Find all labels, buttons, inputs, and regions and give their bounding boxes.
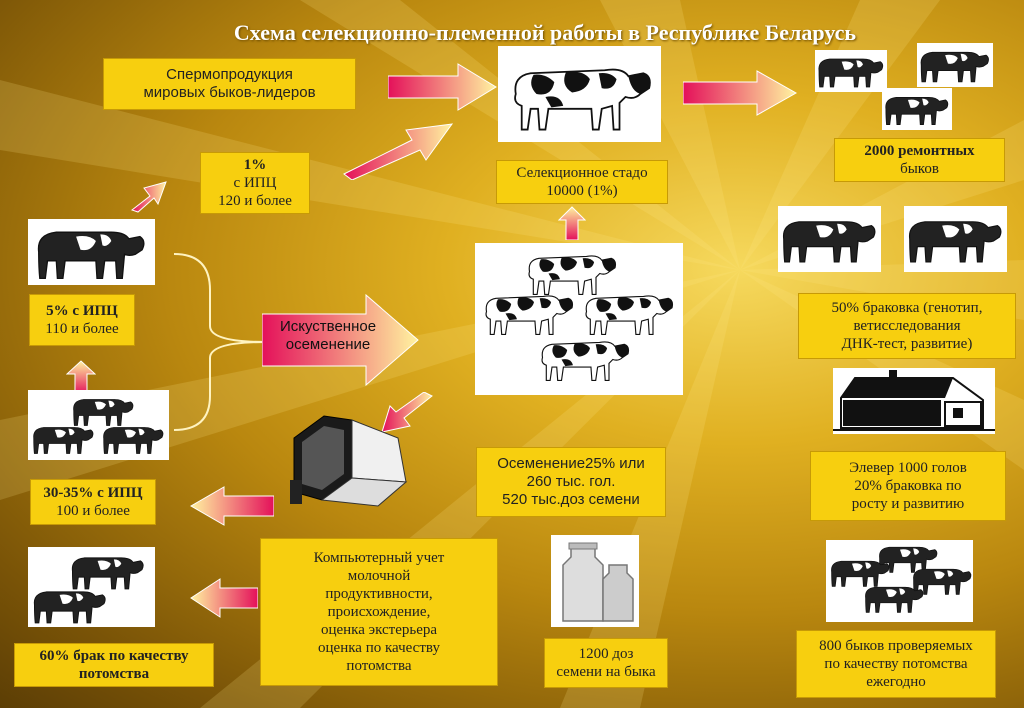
bull-picture xyxy=(917,43,993,87)
box-line: молочной xyxy=(347,568,411,584)
one-percent-box: 1% с ИПЦ 120 и более xyxy=(200,152,310,214)
arrow-icon xyxy=(66,360,96,394)
elever-box: Элевер 1000 голов 20% браковка по росту … xyxy=(810,451,1006,521)
box-line: мировых быков-лидеров xyxy=(143,84,316,101)
bull-icon xyxy=(33,399,164,454)
doses-box: 1200 доз семени на быка xyxy=(544,638,668,688)
box-line: по качеству потомства xyxy=(824,656,968,672)
box-line: Селекционное стадо xyxy=(516,165,648,181)
cow-icon xyxy=(485,255,674,381)
box-line: 20% браковка по xyxy=(854,478,962,494)
bull-picture xyxy=(882,88,952,130)
bull-icon xyxy=(782,221,876,263)
page-title: Схема селекционно-племенной работы в Рес… xyxy=(233,20,857,45)
grouping-bracket xyxy=(173,253,267,431)
box-line: продуктивности, xyxy=(325,586,433,602)
bull-icon xyxy=(818,58,884,88)
cow-picture-five-percent xyxy=(28,219,155,285)
arrow-icon xyxy=(381,392,433,433)
arrow-icon xyxy=(683,70,798,116)
arrow-icon xyxy=(190,578,258,618)
box-line: с ИПЦ xyxy=(233,175,277,191)
computer-picture xyxy=(288,408,410,508)
milk-can-icon xyxy=(562,542,634,622)
bull-icon xyxy=(37,231,145,280)
insemination-label: Искуственное осеменение xyxy=(268,318,388,354)
selection-herd-box: Селекционное стадо 10000 (1%) xyxy=(496,160,668,204)
box-line: 30-35% с ИПЦ xyxy=(43,485,143,501)
box-line: 50% браковка (генотип, xyxy=(831,300,983,316)
box-line: 120 и более xyxy=(218,193,292,209)
box-line: ежегодно xyxy=(866,674,926,690)
box-line: 260 тыс. гол. xyxy=(526,473,616,490)
bull-icon xyxy=(885,96,949,125)
five-percent-box: 5% с ИПЦ 110 и более xyxy=(29,294,135,346)
box-line: ветисследования xyxy=(853,318,961,334)
top-cow-picture xyxy=(498,46,661,142)
cows-picture-thirty-percent xyxy=(28,390,169,460)
label-line: осеменение xyxy=(285,336,371,353)
repair-bulls-box: 2000 ремонтных быков xyxy=(834,138,1005,182)
box-line: росту и развитию xyxy=(851,496,965,512)
box-line: потомства xyxy=(78,666,150,682)
box-line: 100 и более xyxy=(56,503,130,519)
arrow-icon xyxy=(388,63,497,111)
box-line: 1200 доз xyxy=(578,646,634,662)
box-line: 2000 ремонтных xyxy=(864,143,975,159)
insemination-arrow xyxy=(262,294,419,386)
box-line: 60% брак по качеству xyxy=(39,648,189,664)
bulls-picture-800 xyxy=(826,540,973,622)
sixty-percent-box: 60% брак по качеству потомства xyxy=(14,643,214,687)
box-line: Осеменение25% или xyxy=(497,455,645,472)
label-line: Искуственное xyxy=(279,318,377,335)
computer-accounting-box: Компьютерный учет молочной продуктивност… xyxy=(260,538,498,686)
box-line: 110 и более xyxy=(45,321,119,337)
box-line: 800 быков проверяемых xyxy=(819,638,973,654)
insemination-stats-box: Осеменение25% или 260 тыс. гол. 520 тыс.… xyxy=(476,447,666,517)
bulls-800-box: 800 быков проверяемых по качеству потомс… xyxy=(796,630,996,698)
box-line: происхождение, xyxy=(327,604,431,620)
cows-picture-sixty-percent xyxy=(28,547,155,627)
box-line: 520 тыс.доз семени xyxy=(502,491,640,508)
computer-icon xyxy=(290,415,408,507)
box-line: семени на быка xyxy=(556,664,656,680)
box-line: 1% xyxy=(243,157,267,173)
bull-icon xyxy=(831,546,972,613)
bull-icon xyxy=(908,221,1002,263)
bull-icon xyxy=(33,557,144,624)
box-line: потомства xyxy=(346,658,412,674)
bull-picture xyxy=(815,50,887,92)
cow-icon xyxy=(514,68,651,131)
box-line: быков xyxy=(900,161,939,177)
arrow-icon xyxy=(190,486,274,526)
box-line: Компьютерный учет xyxy=(313,550,445,566)
barn-icon xyxy=(833,370,995,431)
arrow-icon xyxy=(558,206,586,240)
arrow-icon xyxy=(343,123,454,180)
box-line: Элевер 1000 голов xyxy=(849,460,967,476)
bull-picture xyxy=(904,206,1007,272)
box-line: ДНК-тест, развитие) xyxy=(841,336,973,352)
herd-picture xyxy=(475,243,683,395)
barn-picture xyxy=(833,368,995,434)
thirty-percent-box: 30-35% с ИПЦ 100 и более xyxy=(30,479,156,525)
culling-fifty-box: 50% браковка (генотип, ветисследования Д… xyxy=(798,293,1016,359)
bull-icon xyxy=(920,51,989,83)
box-line: оценка по качеству xyxy=(318,640,440,656)
box-line: 10000 (1%) xyxy=(546,183,618,199)
arrow-icon xyxy=(130,181,167,213)
box-line: оценка экстерьера xyxy=(320,622,438,638)
bull-picture xyxy=(778,206,881,272)
box-line: 5% с ИПЦ xyxy=(46,303,118,319)
box-line: Спермопродукция xyxy=(166,66,293,83)
milk-can-picture xyxy=(551,535,639,627)
sperm-production-box: Спермопродукция мировых быков-лидеров xyxy=(103,58,356,110)
